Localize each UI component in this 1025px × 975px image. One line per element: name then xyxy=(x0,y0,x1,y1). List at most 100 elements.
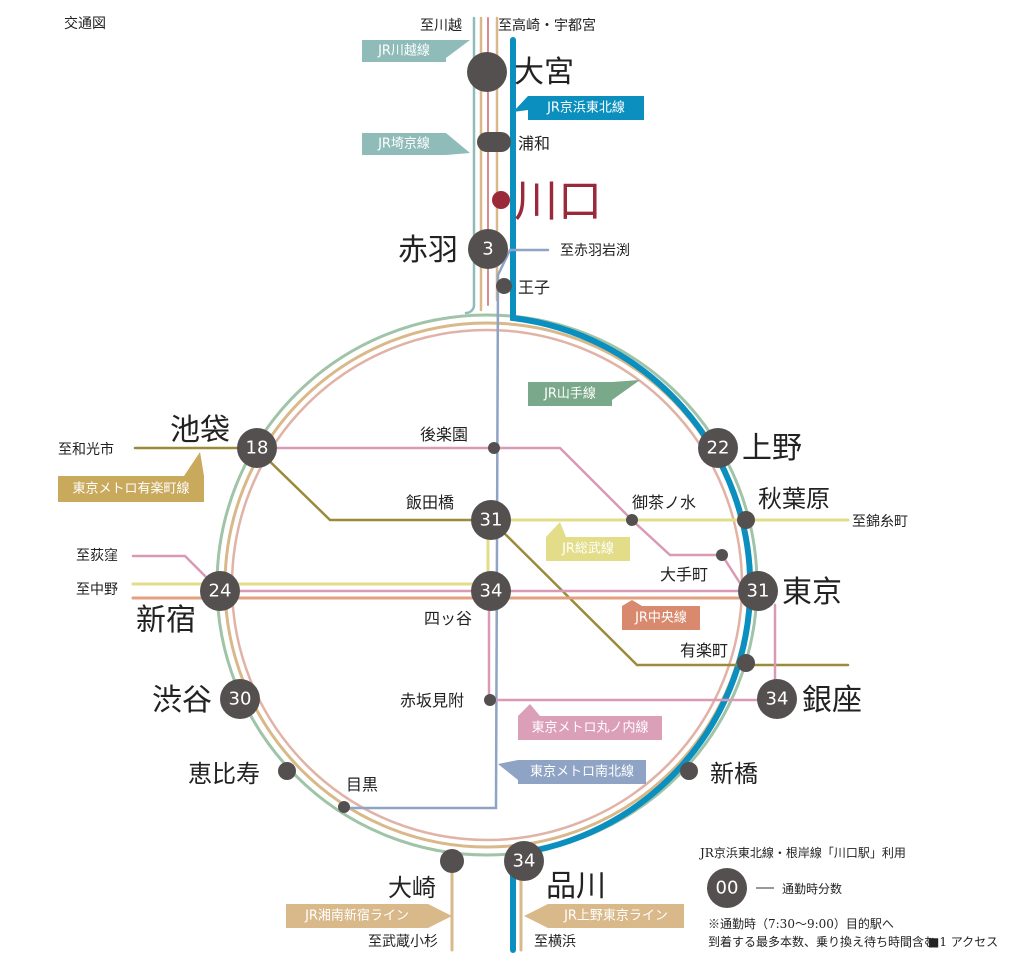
station-omiya-marker xyxy=(467,52,507,92)
station-yotsuya-minutes: 34 xyxy=(480,581,503,602)
station-osaki-marker xyxy=(440,849,464,873)
station-shibuya-minutes: 30 xyxy=(229,689,252,710)
dest-kinshicho: 至錦糸町 xyxy=(852,513,908,530)
dest-takasaki: 至高崎・宇都宮 xyxy=(498,17,596,34)
destinations: 至川越 至高崎・宇都宮 至赤羽岩渕 至和光市 至錦糸町 至荻窪 至中野 至武蔵小… xyxy=(58,17,908,950)
station-kawaguchi-marker xyxy=(492,191,510,209)
station-shibuya-marker xyxy=(220,679,260,719)
station-shinagawa-label: 品川 xyxy=(546,869,606,904)
station-akasakamitsuke-label: 赤坂見附 xyxy=(400,691,464,710)
svg-text:JR川越線: JR川越線 xyxy=(377,43,430,59)
station-shinbashi-marker xyxy=(680,762,698,780)
station-otemachi-label: 大手町 xyxy=(660,565,708,584)
svg-text:JR京浜東北線: JR京浜東北線 xyxy=(546,100,625,116)
station-ueno-marker xyxy=(698,428,738,468)
station-yurakucho-marker xyxy=(737,654,755,672)
dest-wakoshi: 至和光市 xyxy=(58,441,114,458)
ueno-tokyo-line-label: JR上野東京ライン xyxy=(524,904,684,928)
line-labels: JR川越線 JR京浜東北線 JR埼京線 JR山手線 東京メトロ有楽町線 JR総武… xyxy=(58,40,700,928)
station-oji-marker xyxy=(496,278,512,294)
yurakucho-line-label: 東京メトロ有楽町線 xyxy=(58,452,204,502)
station-yotsuya-label: 四ッ谷 xyxy=(424,609,472,628)
dest-nakano: 至中野 xyxy=(76,582,118,598)
station-shinjuku-marker xyxy=(200,571,240,611)
station-akihabara-label: 秋葉原 xyxy=(758,485,830,513)
station-korakuen-marker xyxy=(488,442,500,454)
station-urawa-label: 浦和 xyxy=(518,134,550,153)
dest-kawagoe: 至川越 xyxy=(420,18,462,34)
station-ikebukuro-marker xyxy=(237,428,277,468)
svg-text:JR埼京線: JR埼京線 xyxy=(377,136,430,152)
station-iidabashi-label: 飯田橋 xyxy=(406,493,454,512)
station-ueno-label: 上野 xyxy=(742,431,802,466)
station-otemachi-marker xyxy=(716,549,728,561)
legend-header: JR京浜東北線・根岸線「川口駅」利用 xyxy=(698,845,906,860)
dest-yokohama: 至横浜 xyxy=(534,934,576,950)
station-kawaguchi-label: 川口 xyxy=(514,176,602,227)
yamanote-line-label: JR山手線 xyxy=(528,380,640,406)
station-yotsuya-marker xyxy=(471,571,511,611)
station-oji-label: 王子 xyxy=(518,278,550,297)
station-iidabashi-marker xyxy=(471,500,511,540)
station-ebisu-marker xyxy=(278,762,296,780)
legend-ref: ■1 アクセス xyxy=(928,935,998,949)
sobu-line-label: JR総武線 xyxy=(546,522,630,561)
legend-desc: 通勤時分数 xyxy=(782,881,842,896)
station-ginza-label: 銀座 xyxy=(802,683,862,718)
station-shinagawa-marker xyxy=(504,841,544,881)
legend-note-1: ※通勤時（7:30～9:00）目的駅へ xyxy=(708,916,894,931)
station-ikebukuro-label: 池袋 xyxy=(170,413,230,448)
station-ginza-marker xyxy=(757,679,797,719)
station-korakuen-label: 後楽園 xyxy=(420,425,468,444)
station-shibuya-label: 渋谷 xyxy=(152,683,212,718)
station-akabane-marker xyxy=(468,229,508,269)
svg-text:JR上野東京ライン: JR上野東京ライン xyxy=(563,908,668,924)
station-ochanomizu-marker xyxy=(626,514,638,526)
station-ueno-minutes: 22 xyxy=(707,438,730,459)
svg-text:JR山手線: JR山手線 xyxy=(543,386,596,402)
legend: JR京浜東北線・根岸線「川口駅」利用 00 通勤時分数 ※通勤時（7:30～9:… xyxy=(698,845,998,949)
station-omiya-label: 大宮 xyxy=(514,55,574,90)
station-akabane-minutes: 3 xyxy=(482,239,493,260)
station-osaki-label: 大崎 xyxy=(388,874,436,902)
legend-sample-marker xyxy=(707,868,747,908)
lines-layer xyxy=(131,16,850,953)
station-urawa-marker xyxy=(477,132,511,152)
station-akihabara-marker xyxy=(737,511,755,529)
namboku-line xyxy=(342,248,550,810)
station-yurakucho-label: 有楽町 xyxy=(680,641,728,660)
station-shinbashi-label: 新橋 xyxy=(710,760,758,788)
svg-text:JR中央線: JR中央線 xyxy=(634,610,687,626)
keihin-line-label: JR京浜東北線 xyxy=(513,96,644,120)
dest-musashikosugi: 至武蔵小杉 xyxy=(368,934,438,950)
station-ikebukuro-minutes: 18 xyxy=(246,438,269,459)
station-shinjuku-minutes: 24 xyxy=(209,581,232,602)
station-ebisu-label: 恵比寿 xyxy=(188,760,260,788)
marunouchi-north xyxy=(254,446,747,593)
svg-text:東京メトロ丸ノ内線: 東京メトロ丸ノ内線 xyxy=(531,720,648,736)
station-meguro-label: 目黒 xyxy=(346,775,378,794)
station-tokyo-minutes: 31 xyxy=(747,581,770,602)
kawagoe-line xyxy=(464,16,476,315)
station-ochanomizu-label: 御茶ノ水 xyxy=(632,493,696,512)
saikyo-line-label: JR埼京線 xyxy=(362,133,470,155)
svg-text:JR総武線: JR総武線 xyxy=(561,541,614,557)
legend-sample-value: 00 xyxy=(716,878,739,899)
dest-akabaneiwabuchi: 至赤羽岩渕 xyxy=(560,243,630,259)
stations: 大宮 浦和 川口 3 赤羽 王子 18 池袋 後楽園 31 飯田橋 御茶ノ水 2… xyxy=(136,52,862,904)
svg-text:東京メトロ南北線: 東京メトロ南北線 xyxy=(530,764,634,780)
namboku-line-label: 東京メトロ南北線 xyxy=(498,760,646,784)
station-meguro-marker xyxy=(338,801,350,813)
svg-text:東京メトロ有楽町線: 東京メトロ有楽町線 xyxy=(72,481,189,497)
station-akabane-label: 赤羽 xyxy=(398,233,458,268)
chuo-line-label: JR中央線 xyxy=(622,600,700,630)
station-ginza-minutes: 34 xyxy=(766,689,789,710)
shonan-line-label: JR湘南新宿ライン xyxy=(286,904,452,928)
legend-note-2: 到着する最多本数、乗り換え待ち時間含む xyxy=(708,934,936,949)
station-shinagawa-minutes: 34 xyxy=(513,851,536,872)
station-akasakamitsuke-marker xyxy=(484,694,496,706)
svg-text:JR湘南新宿ライン: JR湘南新宿ライン xyxy=(304,908,409,924)
yurakucho-line xyxy=(133,446,850,667)
dest-ogikubo: 至荻窪 xyxy=(76,547,118,564)
